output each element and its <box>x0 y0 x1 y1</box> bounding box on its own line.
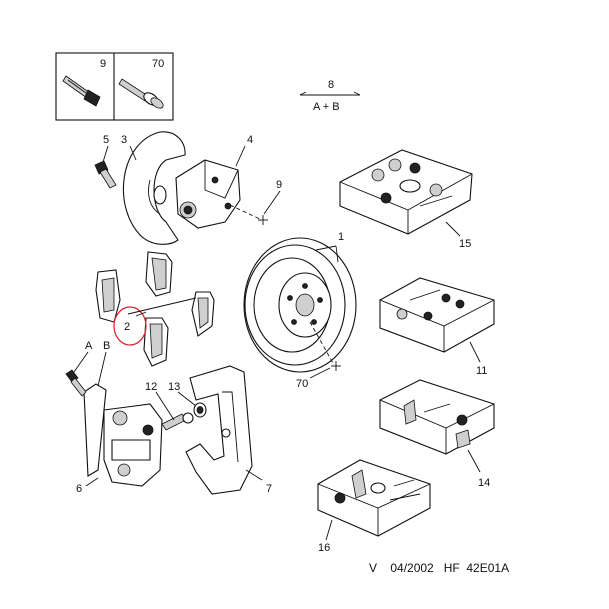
brake-pads <box>95 251 215 367</box>
callout-A: A <box>85 340 93 352</box>
callout-14: 14 <box>478 477 490 489</box>
repair-kit-14 <box>379 379 495 455</box>
brake-disc <box>243 237 357 373</box>
stub-axle <box>175 159 241 229</box>
dust-shield <box>122 131 186 245</box>
bleed-screw-A-icon <box>65 369 87 397</box>
cross-marker-9-icon <box>258 215 268 225</box>
callout-5: 5 <box>103 134 109 146</box>
callouts: 1 2 3 4 5 6 7 9 11 12 13 14 15 16 70 A B <box>76 134 490 554</box>
inset-label-9: 9 <box>100 58 106 70</box>
callout-15: 15 <box>459 238 471 250</box>
caliper <box>83 383 163 487</box>
caliper-carrier <box>185 365 253 495</box>
cross-marker-70-icon <box>331 361 341 371</box>
screw-70-icon <box>118 78 164 109</box>
inset-label-70: 70 <box>152 58 164 70</box>
callout-11: 11 <box>476 365 487 377</box>
screw-inset: 9 70 <box>55 52 174 121</box>
highlight-circle <box>113 306 147 346</box>
callout-7: 7 <box>266 483 272 495</box>
screw-9-icon <box>62 75 101 107</box>
callout-13: 13 <box>168 381 180 393</box>
callout-70: 70 <box>296 378 308 390</box>
callout-9: 9 <box>276 179 282 191</box>
callout-2: 2 <box>124 321 130 333</box>
callout-4: 4 <box>247 134 253 146</box>
legend-top-label: 8 <box>328 79 334 91</box>
guide-pin-12-icon <box>161 412 194 431</box>
legend-8: 8 A + B <box>299 79 361 113</box>
repair-kit-15 <box>339 149 473 235</box>
callout-B: B <box>103 340 110 352</box>
legend-bottom-label: A + B <box>313 101 340 113</box>
callout-1: 1 <box>338 231 344 243</box>
callout-6: 6 <box>76 483 82 495</box>
callout-16: 16 <box>318 542 330 554</box>
repair-kit-11 <box>379 277 495 353</box>
callout-12: 12 <box>145 381 157 393</box>
repair-kit-16 <box>317 459 431 537</box>
footer-reference: V 04/2002 HF 42E01A <box>369 561 509 575</box>
boot-13-icon <box>193 402 207 418</box>
callout-3: 3 <box>121 134 127 146</box>
bolt-5-icon <box>94 160 117 189</box>
